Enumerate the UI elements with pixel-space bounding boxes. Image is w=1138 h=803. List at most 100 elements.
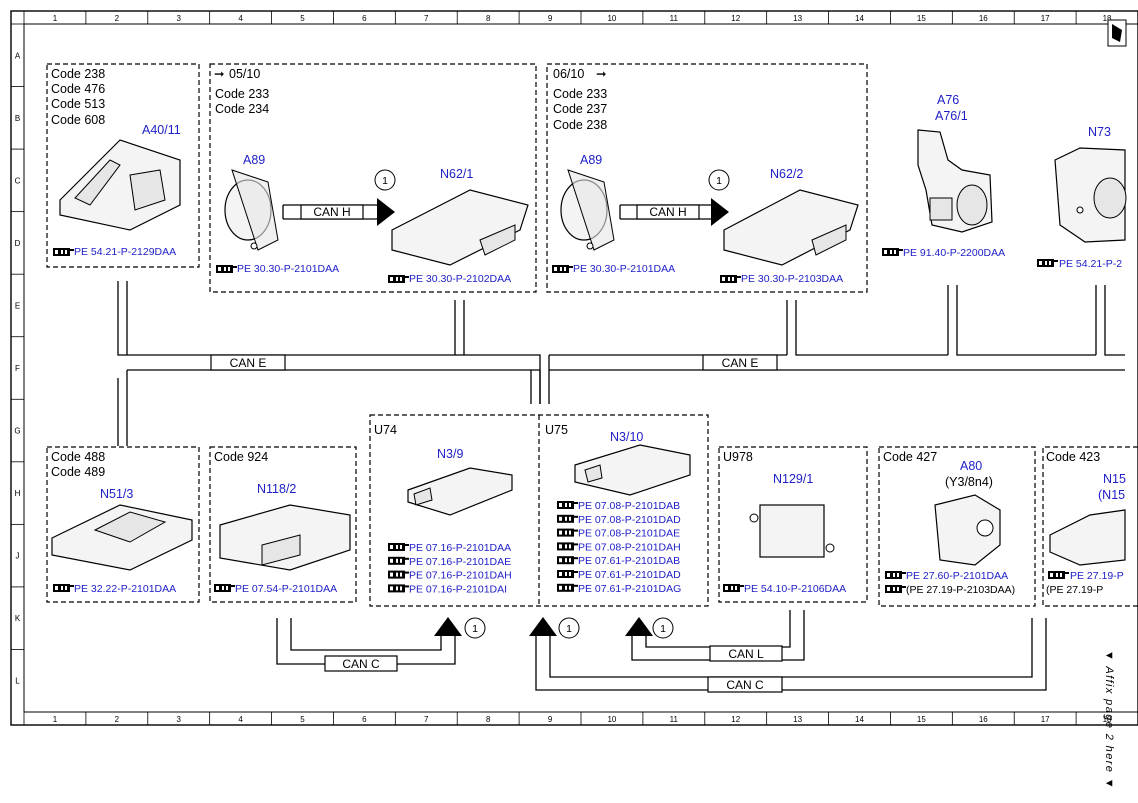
reference-link[interactable]: (PE 27.19-P [1046,584,1103,596]
can-h-label-box [636,204,700,220]
reference-link[interactable]: PE 07.61-P-2101DAB [578,555,680,567]
component-sublabel: (Y3/8n4) [945,475,993,489]
module-a76: A76 A76/1 PE 91.40-P-2200DAA [882,93,1005,259]
column-number: 11 [670,14,679,23]
reference-link[interactable]: PE 07.08-P-2101DAE [578,528,680,540]
code-line: Code 238 [51,67,105,81]
reference-link[interactable]: PE 07.61-P-2101DAD [578,569,681,581]
a40-module-drawing [59,139,181,231]
reference-link[interactable]: PE 07.08-P-2101DAH [578,541,681,553]
n3-9-engine-control-drawing [407,467,513,516]
code-line: Code 423 [1046,450,1100,464]
reference-link[interactable]: PE 91.40-P-2200DAA [903,247,1005,259]
component-label: A76 [937,93,959,107]
column-number: 13 [793,715,802,724]
column-number: 2 [115,715,120,724]
module-a40-11: Code 238 Code 476 Code 513 Code 608 A40/… [46,63,200,268]
component-label: A80 [960,459,982,473]
a89-radar-sensor-drawing [224,169,279,251]
code-line: U75 [545,423,568,437]
can-e-bus: CAN E CAN E [117,281,1125,446]
column-number: 1 [53,14,58,23]
component-label: N73 [1088,125,1111,139]
code-line: Code 237 [553,102,607,116]
reference-link[interactable]: PE 07.16-P-2101DAA [409,542,511,554]
component-label: A40/11 [142,123,181,137]
marker-circle [464,617,486,639]
module-a80: Code 427 A80 (Y3/8n4) PE 27.60-P-2101DAA… [878,446,1036,607]
reference-link[interactable]: PE 07.16-P-2101DAH [409,570,512,582]
can-e-label-left: CAN E [230,356,267,370]
reference-link[interactable]: PE 32.22-P-2101DAA [74,583,176,595]
reference-link[interactable]: PE 07.08-P-2101DAB [578,500,680,512]
reference-hand-icon [388,570,409,579]
n62-control-unit-drawing [723,189,859,266]
row-letter: J [16,552,20,561]
reference-link[interactable]: PE 07.16-P-2101DAI [409,583,507,595]
can-l-bus: CAN L 1 [625,610,805,662]
reference-link[interactable]: PE 30.30-P-2101DAA [573,263,675,275]
column-number: 3 [176,14,181,23]
reference-hand-icon [214,584,235,592]
can-e-label-box-right [702,354,778,371]
reference-hand-icon [557,501,578,509]
reference-link[interactable]: PE 54.21-P-2129DAA [74,246,176,258]
corner-badge-icon [1107,19,1127,47]
column-number: 16 [979,14,988,23]
reference-link[interactable]: PE 27.60-P-2101DAA [906,570,1008,582]
column-number: 13 [793,14,802,23]
reference-hand-icon [53,584,74,592]
reference-link[interactable]: (PE 27.19-P-2103DAA) [906,584,1015,596]
row-letter: K [15,614,21,623]
date-arrow-icon: ➞ [214,67,225,81]
reference-link[interactable]: PE 07.08-P-2101DAD [578,514,681,526]
code-line: U74 [374,423,397,437]
reference-hand-icon [1048,571,1069,579]
signal-arrow-icon [434,617,462,636]
a80-intelligent-servo-drawing [934,494,1001,566]
component-label: A89 [580,153,602,167]
reference-link[interactable]: PE 30.30-P-2103DAA [741,273,843,285]
reference-link[interactable]: PE 07.61-P-2101DAG [578,583,681,595]
n3-10-engine-control-drawing [574,444,691,496]
reference-link[interactable]: PE 30.30-P-2102DAA [409,273,511,285]
reference-link[interactable]: PE 54.10-P-2106DAA [744,583,846,595]
code-line: Code 233 [215,87,269,101]
reference-hand-icon [557,542,578,551]
column-number: 5 [300,715,305,724]
reference-hand-icon [557,570,578,578]
a89-radar-sensor-drawing [560,169,615,251]
column-number: 9 [548,14,553,23]
column-number: 4 [238,14,243,23]
reference-link[interactable]: PE 27.19-P [1070,570,1124,582]
affix-text: ▼ Affix page 2 here ▼ [1103,650,1115,791]
reference-link[interactable]: PE 30.30-P-2101DAA [237,263,339,275]
component-label: N3/9 [437,447,463,461]
marker-circle [558,617,580,639]
n129-control-unit-drawing [749,504,835,558]
column-number: 10 [607,14,616,23]
code-line: Code 489 [51,465,105,479]
column-number: 18 [1103,14,1112,23]
can-c-label-right: CAN C [726,678,764,692]
reference-link[interactable]: PE 07.54-P-2101DAA [235,583,337,595]
marker-number: 1 [382,175,388,187]
column-number: 4 [238,715,243,724]
can-c-label-box-left [324,655,398,672]
reference-hand-icon [885,571,906,579]
reference-hand-icon [557,514,578,523]
row-letter: D [15,239,21,248]
column-number: 7 [424,14,429,23]
reference-hand-icon [720,275,741,283]
component-label: N129/1 [773,472,813,486]
column-number: 6 [362,715,367,724]
date-range: 05/10 [229,67,260,81]
reference-link[interactable]: PE 54.21-P-2 [1059,258,1122,270]
can-h-label: CAN H [313,205,350,219]
n15-transmission-control-drawing [1049,509,1126,566]
reference-link[interactable]: PE 07.16-P-2101DAE [409,556,511,568]
module-n118-2: Code 924 N118/2 PE 07.54-P-2101DAA [209,446,357,603]
module-group-05-10: ➞ 05/10 Code 233 Code 234 A89 CAN H 1 N6… [209,63,537,293]
column-number: 16 [979,715,988,724]
